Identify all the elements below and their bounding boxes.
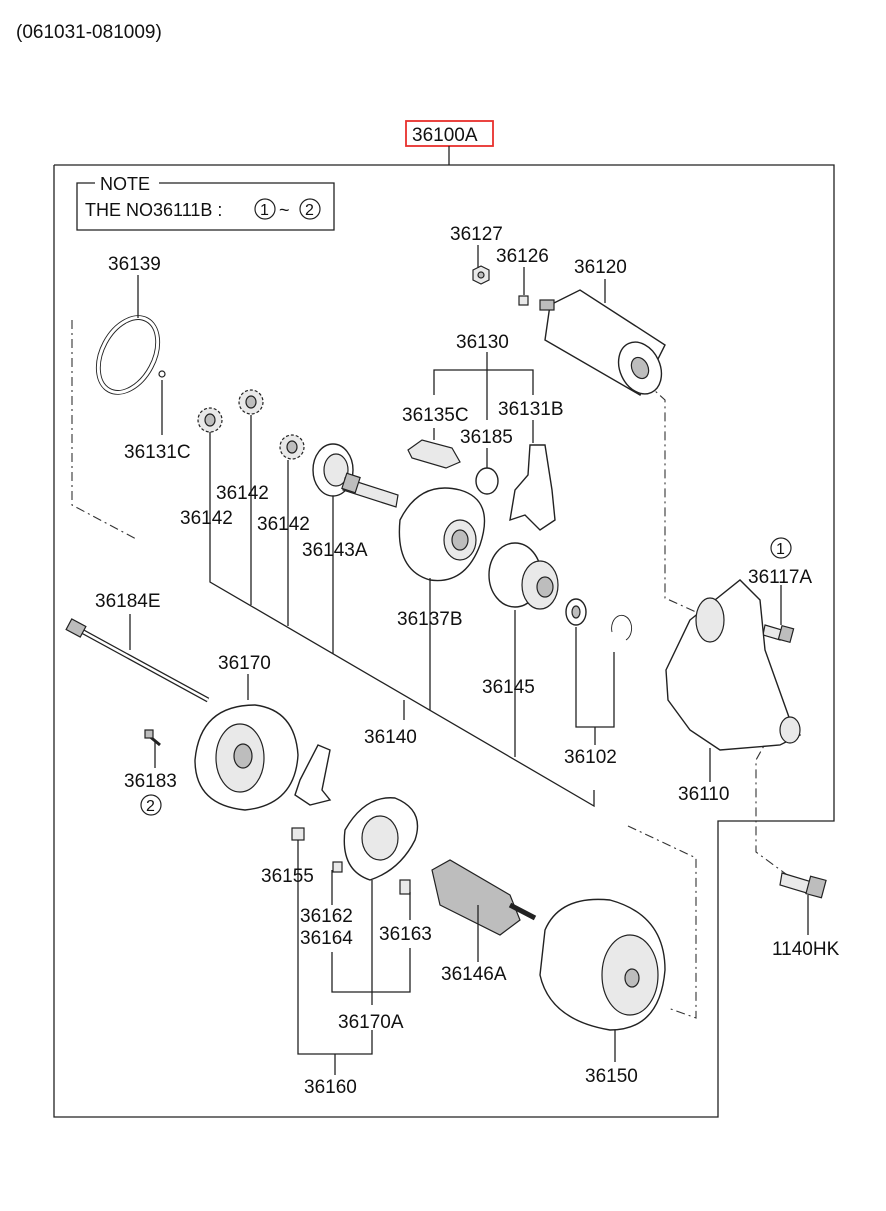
label-36184E[interactable]: 36184E: [95, 591, 161, 612]
label-36120[interactable]: 36120: [574, 257, 627, 278]
alignment-line-left: [71, 320, 139, 541]
label-36137B[interactable]: 36137B: [397, 609, 463, 630]
clutch-36145[interactable]: [488, 542, 559, 610]
note-text: THE NO36111B :: [85, 200, 222, 220]
through-bolt-36184E[interactable]: [65, 618, 210, 703]
label-36146A[interactable]: 36146A: [441, 964, 507, 985]
label-36150[interactable]: 36150: [585, 1066, 638, 1087]
housing-36137B[interactable]: [398, 487, 486, 582]
marker-1-text: 1: [776, 541, 785, 558]
assembly-boundary: [53, 164, 835, 1118]
marker-2-text: 2: [146, 798, 155, 815]
label-36135C[interactable]: 36135C: [402, 405, 469, 426]
screw-36183[interactable]: [144, 729, 161, 747]
label-36139[interactable]: 36139: [108, 254, 161, 275]
date-range-label: (061031-081009): [16, 22, 162, 43]
label-1140HK[interactable]: 1140HK: [772, 939, 840, 960]
label-36131C[interactable]: 36131C: [124, 442, 191, 463]
label-36130[interactable]: 36130: [456, 332, 509, 353]
bolt-36117A[interactable]: [762, 624, 795, 644]
label-36102[interactable]: 36102: [564, 747, 617, 768]
label-36170A[interactable]: 36170A: [338, 1012, 404, 1033]
gear-36142-b[interactable]: [238, 389, 264, 415]
label-36162[interactable]: 36162: [300, 906, 353, 927]
snap-ring-36102-b[interactable]: [611, 614, 633, 641]
note-marker-1: 1: [260, 202, 269, 219]
o-ring-36139[interactable]: [84, 305, 173, 405]
lever-36135C[interactable]: [407, 439, 461, 469]
label-36143A[interactable]: 36143A: [302, 540, 368, 561]
note-marker-2: 2: [305, 202, 314, 219]
label-36127[interactable]: 36127: [450, 224, 503, 245]
brush-spring-36155[interactable]: [291, 744, 332, 841]
gear-36142-c[interactable]: [279, 434, 305, 460]
label-36164[interactable]: 36164: [300, 928, 353, 949]
note-title: NOTE: [100, 174, 150, 194]
label-36131B[interactable]: 36131B: [498, 399, 564, 420]
label-36145[interactable]: 36145: [482, 677, 535, 698]
gear-36142-a[interactable]: [197, 407, 223, 433]
label-36126[interactable]: 36126: [496, 246, 549, 267]
label-36110[interactable]: 36110: [678, 784, 729, 805]
label-36142-b[interactable]: 36142: [216, 483, 269, 504]
ring-36185[interactable]: [475, 467, 499, 495]
label-36140[interactable]: 36140: [364, 727, 417, 748]
bolt-1140HK[interactable]: [779, 872, 827, 899]
armature-36146A[interactable]: [431, 859, 537, 936]
label-36160[interactable]: 36160: [304, 1077, 357, 1098]
rear-cover-36170[interactable]: [194, 704, 299, 811]
marker-1-circle: [770, 537, 792, 559]
brush-holder-36170A[interactable]: [332, 797, 419, 895]
washer-36102-a[interactable]: [565, 598, 587, 626]
label-36183[interactable]: 36183: [124, 771, 177, 792]
label-36170[interactable]: 36170: [218, 653, 271, 674]
assembly-number-label[interactable]: 36100A: [412, 125, 478, 146]
alignment-line-solenoid: [631, 369, 697, 613]
yoke-36150[interactable]: [539, 898, 666, 1031]
lever-fork-36131B[interactable]: [509, 444, 556, 531]
shaft-36143A[interactable]: [312, 443, 399, 508]
label-36155[interactable]: 36155: [261, 866, 314, 887]
pin-36131C[interactable]: [158, 370, 166, 378]
label-36142-c[interactable]: 36142: [257, 514, 310, 535]
label-36185[interactable]: 36185: [460, 427, 513, 448]
note-tilde: ~: [279, 200, 290, 220]
label-36142-a[interactable]: 36142: [180, 508, 233, 529]
alignment-line-yoke: [627, 825, 697, 1019]
front-housing-36110[interactable]: [665, 579, 802, 751]
marker-2-circle: [140, 794, 162, 816]
solenoid-36120[interactable]: [539, 289, 670, 401]
label-36163[interactable]: 36163: [379, 924, 432, 945]
note-box: NOTE THE NO36111B : 1 ~ 2: [76, 174, 335, 231]
washer-36126[interactable]: [518, 295, 529, 306]
nut-36127[interactable]: [472, 265, 490, 285]
label-36117A[interactable]: 36117A: [748, 567, 812, 588]
alignment-line-bolt: [755, 734, 791, 878]
